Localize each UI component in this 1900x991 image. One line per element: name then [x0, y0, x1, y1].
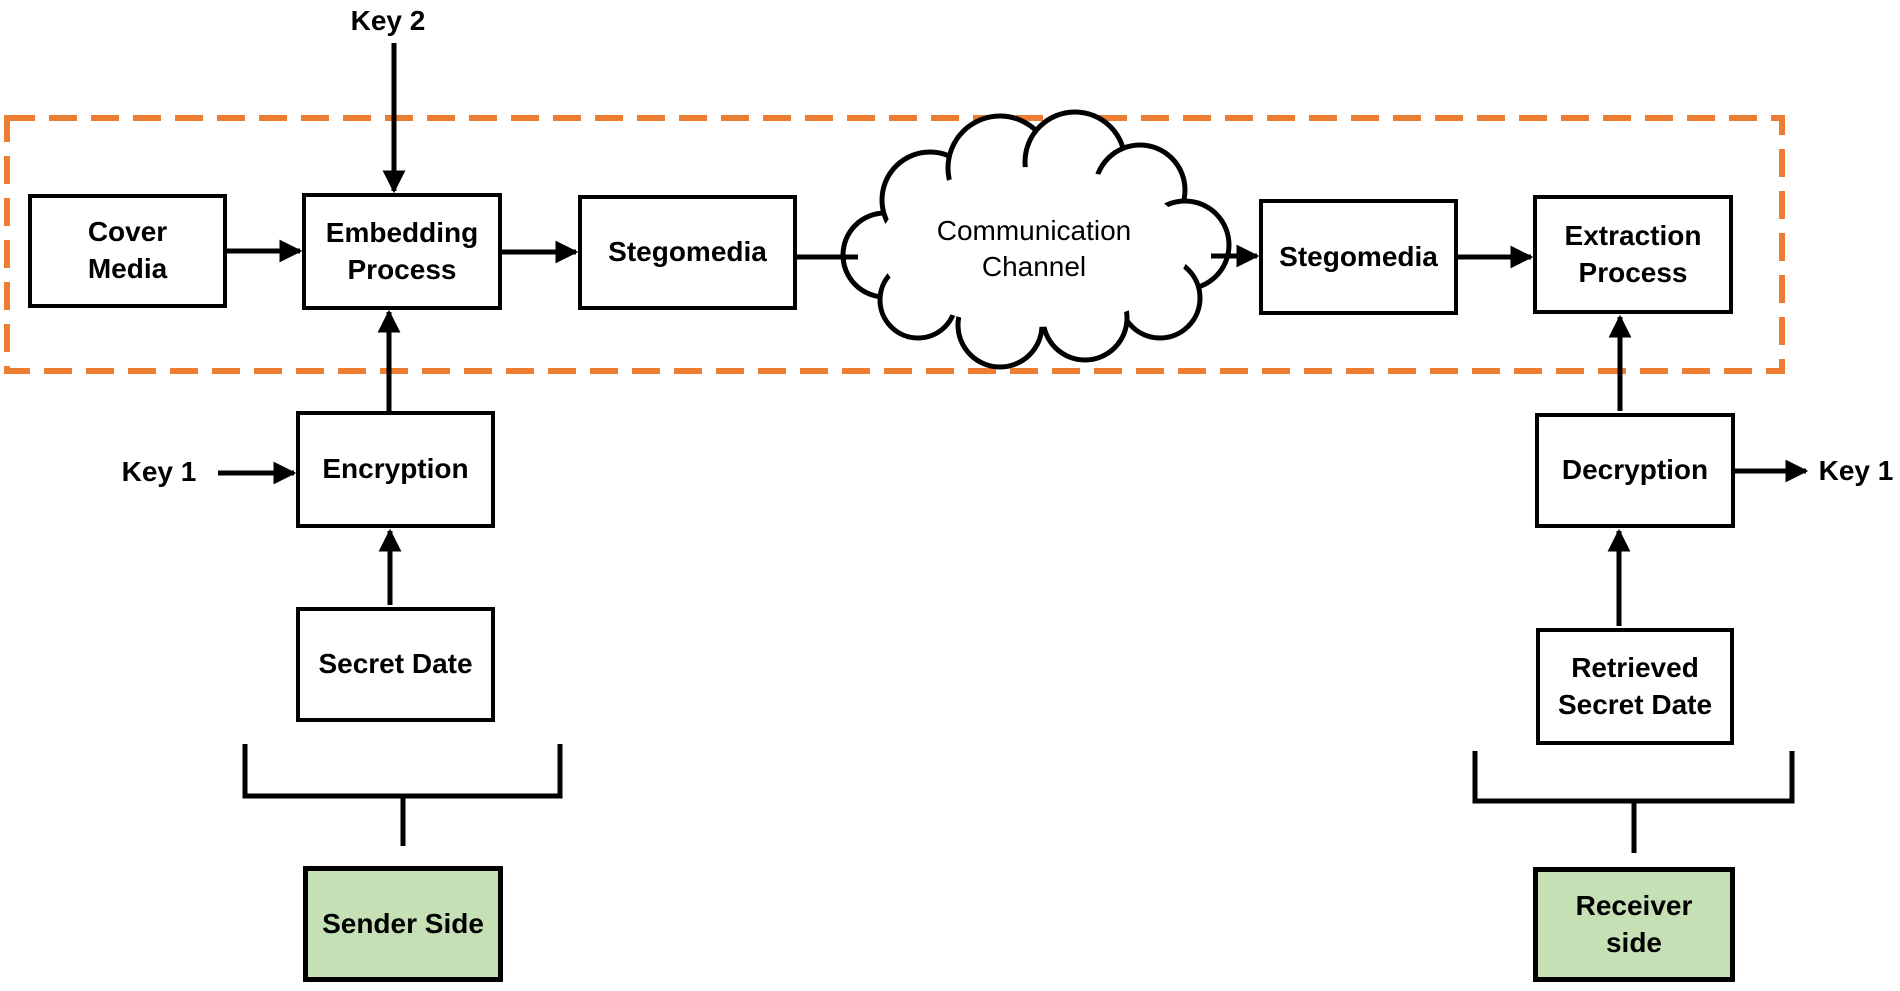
embedding-process-box: Embedding Process: [302, 193, 502, 310]
sender-side-label-box: Sender Side: [303, 866, 503, 982]
group-brackets: [242, 744, 1795, 853]
secret-data-box: Secret Date: [296, 607, 495, 722]
communication-channel-cloud: [840, 109, 1232, 370]
cover-media-box: Cover Media: [28, 194, 227, 308]
key1-sender-label: Key 1: [121, 456, 197, 487]
flow-arrows: [218, 43, 1809, 626]
stegomedia-receiver-box: Stegomedia: [1259, 199, 1458, 315]
communication-channel-label: Communication Channel: [936, 214, 1132, 282]
receiver-side-label-box: Receiver side: [1533, 867, 1735, 982]
decryption-box: Decryption: [1535, 413, 1735, 528]
channel-boundary-dashed-box: [4, 115, 1785, 374]
key1-receiver-label: Key 1: [1818, 455, 1894, 486]
retrieved-secret-data-box: Retrieved Secret Date: [1536, 628, 1734, 745]
stegomedia-sender-box: Stegomedia: [578, 195, 797, 310]
extraction-process-box: Extraction Process: [1533, 195, 1733, 314]
key2-label: Key 2: [350, 5, 426, 36]
encryption-box: Encryption: [296, 411, 495, 528]
receiver-bracket: [1472, 751, 1795, 804]
sender-bracket: [242, 744, 563, 799]
